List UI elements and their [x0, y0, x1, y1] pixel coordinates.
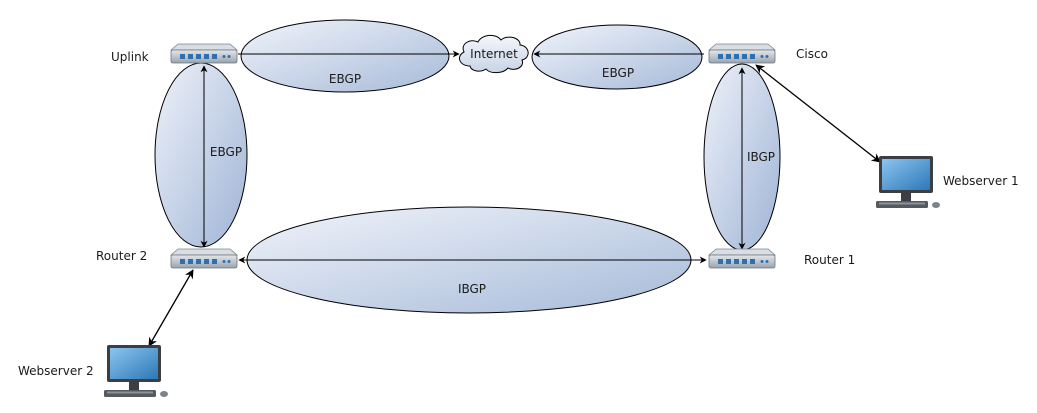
- session-label-cisco-internet: EBGP: [602, 66, 634, 80]
- node-label-uplink: Uplink: [111, 50, 149, 64]
- router-cisco-icon: [708, 43, 776, 64]
- node-label-webserver1: Webserver 1: [943, 174, 1019, 188]
- session-label-uplink-router2: EBGP: [210, 145, 242, 159]
- link-cisco-webserver1: [755, 64, 881, 163]
- ebgp-session-uplink-internet: [240, 19, 450, 93]
- node-label-webserver2: Webserver 2: [18, 364, 94, 378]
- node-label-router2: Router 2: [96, 249, 147, 263]
- internet-label: Internet: [470, 47, 518, 61]
- internet-cloud-icon: [458, 34, 529, 74]
- router-router1-icon: [708, 248, 776, 269]
- webserver2-computer-icon: [104, 345, 168, 397]
- router-uplink-icon: [170, 43, 238, 64]
- ebgp-session-cisco-internet: [531, 24, 703, 90]
- node-label-router1: Router 1: [804, 253, 855, 267]
- session-label-router2-router1: IBGP: [458, 282, 486, 296]
- session-label-cisco-router1: IBGP: [747, 150, 775, 164]
- session-label-uplink-internet: EBGP: [329, 72, 361, 86]
- link-router2-webserver2: [148, 269, 194, 347]
- node-label-cisco: Cisco: [796, 47, 828, 61]
- router-router2-icon: [170, 248, 238, 269]
- webserver1-computer-icon: [876, 156, 940, 208]
